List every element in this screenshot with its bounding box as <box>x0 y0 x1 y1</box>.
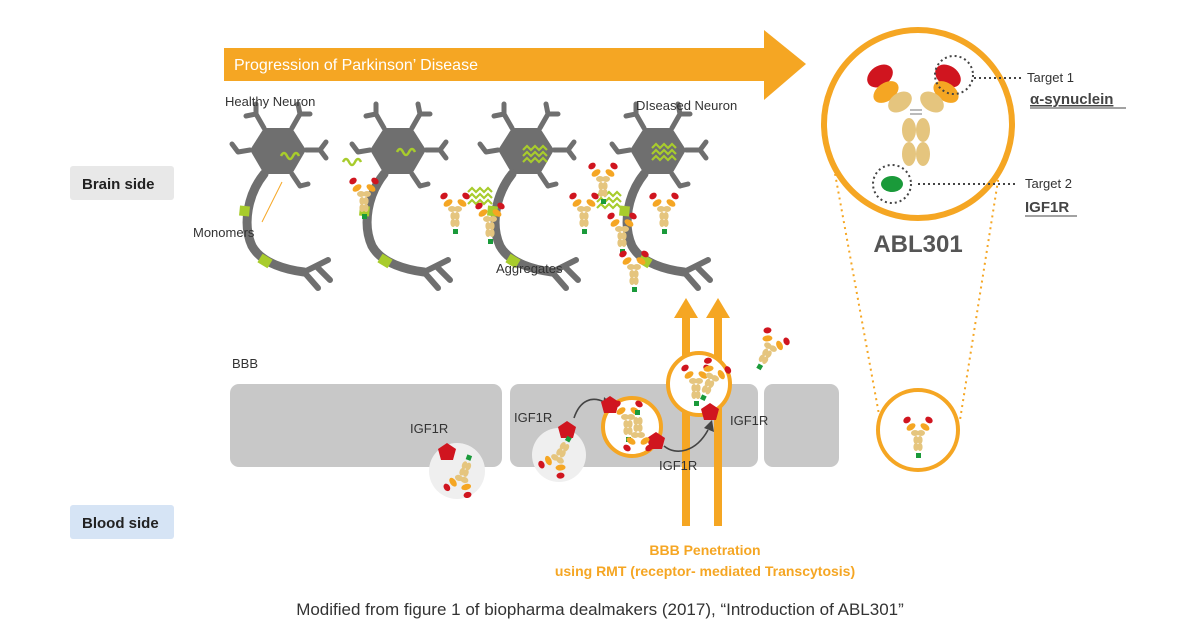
antibody-released <box>744 323 794 377</box>
monomer <box>341 157 363 167</box>
process-arrowhead <box>704 420 714 432</box>
label-diseased-neuron: DIseased Neuron <box>636 98 737 113</box>
progression-arrow <box>224 30 806 100</box>
abl301-title: ABL301 <box>873 231 962 258</box>
process-arrow <box>573 398 605 419</box>
label-bbb: BBB <box>232 356 258 371</box>
figure-caption: Modified from figure 1 of biopharma deal… <box>296 600 904 619</box>
penetration-line1: BBB Penetration <box>649 542 760 558</box>
process-arrow <box>663 429 709 452</box>
label-aggregates: Aggregates <box>496 261 563 276</box>
antibody-small <box>568 191 600 234</box>
label-healthy-neuron: Healthy Neuron <box>225 94 315 109</box>
zoom-line-right <box>959 167 1001 421</box>
blood-side-label: Blood side <box>82 515 159 532</box>
target1-label: Target 1 <box>1027 70 1074 85</box>
target2-highlight <box>872 164 912 204</box>
antibody-small <box>439 191 471 234</box>
target2-label: Target 2 <box>1025 176 1072 191</box>
antibody-small <box>648 191 680 234</box>
bbb-cell-3 <box>764 384 839 467</box>
label-igf1r: IGF1R <box>730 413 768 428</box>
progression-label: Progression of Parkinson’ Disease <box>234 57 478 74</box>
neuron-healthy <box>232 104 330 288</box>
target2-name: IGF1R <box>1025 199 1069 216</box>
binding-complex <box>429 443 485 499</box>
brain-side-badge <box>70 166 174 200</box>
label-igf1r: IGF1R <box>514 410 552 425</box>
label-igf1r: IGF1R <box>410 421 448 436</box>
target1-name: α-synuclein <box>1030 91 1113 108</box>
zoom-source-circle <box>876 388 960 472</box>
blood-side-badge <box>70 505 174 539</box>
transcytosis-arrows <box>674 298 730 526</box>
target1-highlight <box>934 55 974 95</box>
aggregate <box>466 186 494 206</box>
penetration-line2: using RMT (receptor- mediated Transcytos… <box>555 563 855 579</box>
label-monomers: Monomers <box>193 225 255 240</box>
antibody-small <box>587 161 619 204</box>
bbb-cell-1 <box>230 384 502 467</box>
zoom-line-left <box>833 167 881 421</box>
brain-side-label: Brain side <box>82 176 155 193</box>
monomers-pointer <box>261 181 283 223</box>
label-igf1r: IGF1R <box>659 458 697 473</box>
